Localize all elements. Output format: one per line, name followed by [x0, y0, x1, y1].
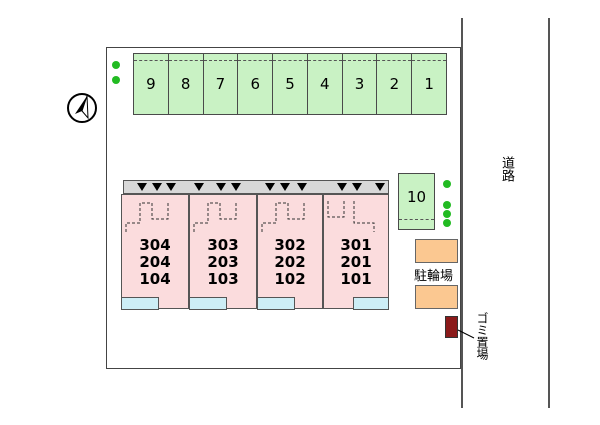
- unit-number: 303: [207, 236, 239, 254]
- entrance-pad: [121, 297, 159, 310]
- entrance-marker-icon: [194, 183, 204, 191]
- garbage-area: [445, 316, 458, 338]
- parking-row: 9 8 7 6 5 4 3 2 1: [133, 53, 448, 115]
- entrance-marker-icon: [166, 183, 176, 191]
- road-label: 道路: [499, 156, 514, 182]
- entrance-marker-icon: [137, 183, 147, 191]
- unit-number: 301: [340, 236, 372, 254]
- unit-number: 201: [340, 253, 372, 271]
- road-edge-left: [461, 18, 463, 408]
- bicycle-parking-area: [415, 239, 458, 263]
- tree-icon: [112, 61, 120, 69]
- garbage-leader-line: [457, 329, 475, 339]
- tree-icon: [443, 210, 451, 218]
- garbage-area-label: ゴミ置場: [475, 312, 489, 360]
- site-boundary: [106, 47, 461, 369]
- tree-icon: [443, 201, 451, 209]
- north-compass-icon: [66, 92, 98, 124]
- entrance-marker-icon: [352, 183, 362, 191]
- unit-number: 104: [139, 270, 171, 288]
- unit-number: 204: [139, 253, 171, 271]
- parking-space: 6: [238, 53, 274, 115]
- building-walkway: [123, 180, 389, 194]
- parking-space: 8: [168, 53, 204, 115]
- unit-number: 101: [340, 270, 372, 288]
- parking-space: 1: [412, 53, 448, 115]
- entrance-pad: [353, 297, 389, 310]
- parking-space: 5: [273, 53, 308, 115]
- entrance-marker-icon: [152, 183, 162, 191]
- parking-space: 3: [342, 53, 378, 115]
- road-edge-right: [548, 18, 550, 408]
- bicycle-parking-area: [415, 285, 458, 309]
- unit-number: 302: [274, 236, 306, 254]
- entrance-marker-icon: [297, 183, 307, 191]
- tree-icon: [443, 180, 451, 188]
- parking-space: 9: [133, 53, 169, 115]
- entrance-pad: [257, 297, 295, 310]
- tree-icon: [443, 219, 451, 227]
- parking-space: 7: [203, 53, 239, 115]
- entrance-marker-icon: [265, 183, 275, 191]
- entrance-marker-icon: [231, 183, 241, 191]
- unit-number: 304: [139, 236, 171, 254]
- parking-space: 2: [377, 53, 413, 115]
- entrance-marker-icon: [375, 183, 385, 191]
- bicycle-parking-label: 駐輪場: [414, 269, 454, 284]
- entrance-marker-icon: [216, 183, 226, 191]
- unit-number: 202: [274, 253, 306, 271]
- unit-number: 203: [207, 253, 239, 271]
- parking-space-10: 10: [398, 173, 435, 230]
- tree-icon: [112, 76, 120, 84]
- entrance-marker-icon: [280, 183, 290, 191]
- parking-space: 4: [307, 53, 343, 115]
- unit-number: 103: [207, 270, 239, 288]
- unit-number: 102: [274, 270, 306, 288]
- parking-space-label: 10: [406, 188, 427, 206]
- entrance-pad: [189, 297, 227, 310]
- entrance-marker-icon: [337, 183, 347, 191]
